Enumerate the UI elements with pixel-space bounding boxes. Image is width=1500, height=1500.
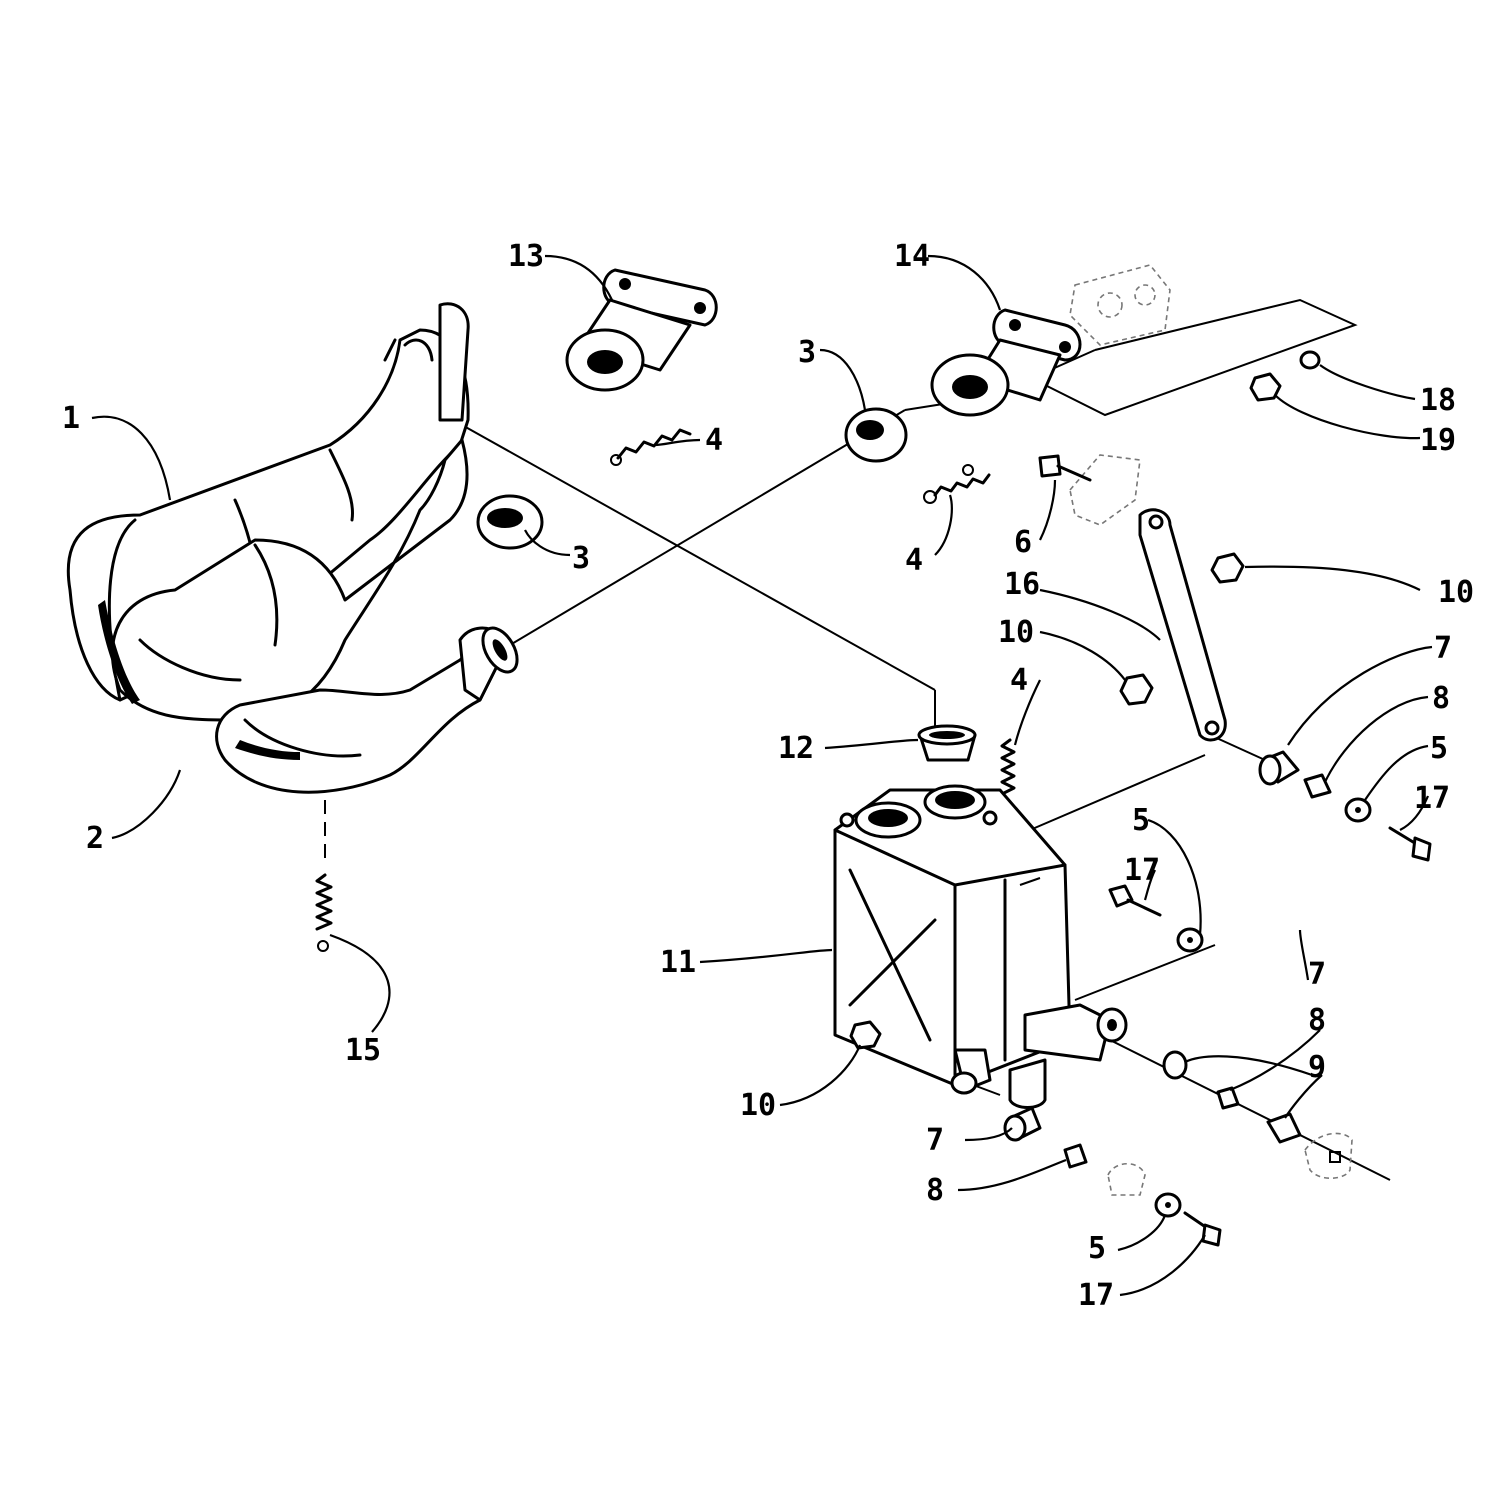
washer-18 — [1299, 350, 1321, 370]
callout-11: 11 — [660, 945, 696, 980]
callout-17-lower: 17 — [1078, 1278, 1114, 1313]
silencer-box-11 — [833, 784, 1128, 1109]
grommet-12 — [917, 724, 977, 762]
nut-10-bracket-top — [1210, 552, 1245, 584]
bolt-17-middle — [1108, 884, 1162, 917]
callout-12: 12 — [778, 731, 814, 766]
callout-8-upper: 8 — [1432, 681, 1450, 716]
callout-4-middle: 4 — [905, 543, 923, 578]
spacer-8-upper — [1303, 773, 1332, 799]
bolt-6 — [1038, 454, 1092, 482]
callout-5-middle: 5 — [1132, 803, 1150, 838]
bolt-17-upper — [1388, 826, 1432, 862]
callout-19: 19 — [1420, 423, 1456, 458]
bracket-16 — [1069, 454, 1227, 742]
callout-16: 16 — [1004, 567, 1040, 602]
callout-17-middle: 17 — [1124, 853, 1160, 888]
callout-1: 1 — [62, 401, 80, 436]
callout-6: 6 — [1014, 525, 1032, 560]
nut-10-bracket-left — [1119, 673, 1154, 706]
seal-ring-3-left — [476, 494, 544, 550]
spring-4-middle — [923, 464, 991, 504]
callout-9: 9 — [1308, 1050, 1326, 1085]
bushing-7-middle — [1162, 1050, 1188, 1080]
washer-5-lower — [1154, 1192, 1182, 1218]
plate-ghost — [1304, 1132, 1353, 1180]
callout-10-bracket: 10 — [998, 615, 1034, 650]
callout-17-upper: 17 — [1414, 781, 1450, 816]
callout-5-upper: 5 — [1430, 731, 1448, 766]
callout-15: 15 — [345, 1033, 381, 1068]
grommet-ghost — [1107, 1162, 1146, 1196]
flange-pipe-14 — [930, 264, 1171, 417]
nut-10-box — [849, 1020, 882, 1050]
callout-3-left: 3 — [572, 541, 590, 576]
spacer-8-lower — [1063, 1143, 1088, 1169]
callout-5-lower: 5 — [1088, 1231, 1106, 1266]
leader-lines — [91, 254, 1433, 1297]
clip-9 — [1266, 1112, 1302, 1144]
callout-4-box: 4 — [1010, 663, 1028, 698]
spring-4-upper-left — [610, 428, 692, 466]
exhaust-pipe-assembly — [66, 302, 519, 794]
bushing-7-lower — [1003, 1106, 1042, 1142]
callout-8-lower: 8 — [926, 1173, 944, 1208]
spring-15 — [315, 873, 333, 952]
nut-19 — [1249, 372, 1282, 402]
callout-10-right: 10 — [1438, 575, 1474, 610]
callout-4-upper-left: 4 — [705, 423, 723, 458]
callout-8-middle: 8 — [1308, 1003, 1326, 1038]
callout-10-box: 10 — [740, 1088, 776, 1123]
callout-7-middle: 7 — [1308, 957, 1326, 992]
callout-18: 18 — [1420, 383, 1456, 418]
washer-5-middle — [1176, 927, 1204, 953]
callout-7-lower: 7 — [926, 1123, 944, 1158]
callout-13: 13 — [508, 239, 544, 274]
bushing-7-upper — [1258, 750, 1300, 786]
callout-14: 14 — [894, 239, 930, 274]
callout-7-upper: 7 — [1434, 631, 1452, 666]
flange-pipe-13 — [565, 268, 718, 392]
seal-ring-3-right — [844, 407, 908, 463]
callout-2: 2 — [86, 821, 104, 856]
spacer-8-middle — [1216, 1086, 1240, 1110]
callout-labels: 1 2 3 3 4 4 4 5 5 5 6 7 7 7 8 8 8 9 10 1… — [62, 239, 1474, 1313]
callout-3-right: 3 — [798, 335, 816, 370]
washer-5-upper — [1344, 797, 1372, 823]
